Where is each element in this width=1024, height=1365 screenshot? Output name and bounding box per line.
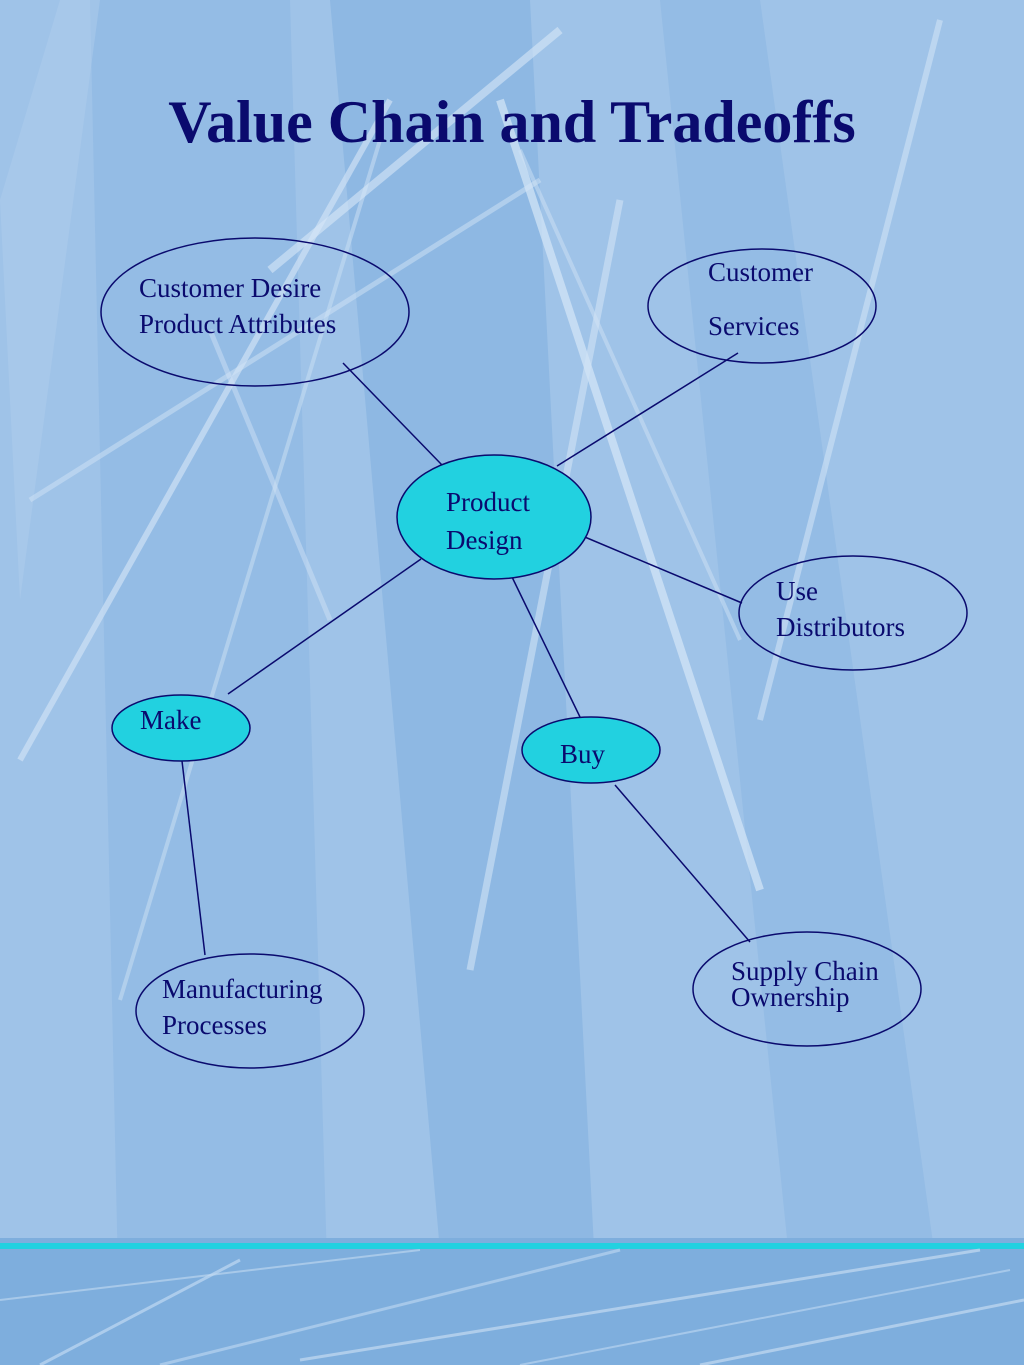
node-manufacturing-processes-ellipse xyxy=(135,953,365,1069)
edge-product-design-to-buy xyxy=(511,576,581,718)
node-product-design-ellipse xyxy=(396,454,592,580)
node-customer-services-label: Customer Services xyxy=(708,257,813,341)
node-supply-chain-ownership-label: Supply Chain Ownership xyxy=(731,956,879,1012)
node-make-label: Make xyxy=(140,705,202,735)
node-manufacturing-processes-label: Manufacturing Processes xyxy=(162,974,323,1040)
edge-product-design-to-use-distributors xyxy=(579,534,743,604)
edge-product-design-to-make xyxy=(227,558,422,695)
node-use-distributors-label: Use Distributors xyxy=(776,576,906,642)
node-make-ellipse xyxy=(111,694,251,762)
edge-customer-services-to-product-design xyxy=(556,352,739,467)
diagram-edges xyxy=(181,352,751,956)
node-use-distributors-ellipse xyxy=(738,555,968,671)
node-product-design-label: Product Design xyxy=(446,487,530,555)
edge-make-to-manufacturing-processes xyxy=(181,760,206,956)
node-buy-ellipse xyxy=(521,716,661,784)
node-customer-desire-ellipse xyxy=(100,237,410,387)
node-buy-label: Buy xyxy=(560,739,606,769)
edge-customer-desire-to-product-design xyxy=(342,362,443,466)
node-supply-chain-ownership-ellipse xyxy=(692,931,922,1047)
node-customer-desire-label: Customer Desire Product Attributes xyxy=(139,273,337,339)
diagram-nodes xyxy=(100,237,968,1069)
edge-buy-to-supply-chain-ownership xyxy=(614,784,751,943)
node-customer-services-ellipse xyxy=(647,248,877,364)
slide-title: Value Chain and Tradeoffs xyxy=(168,89,856,155)
